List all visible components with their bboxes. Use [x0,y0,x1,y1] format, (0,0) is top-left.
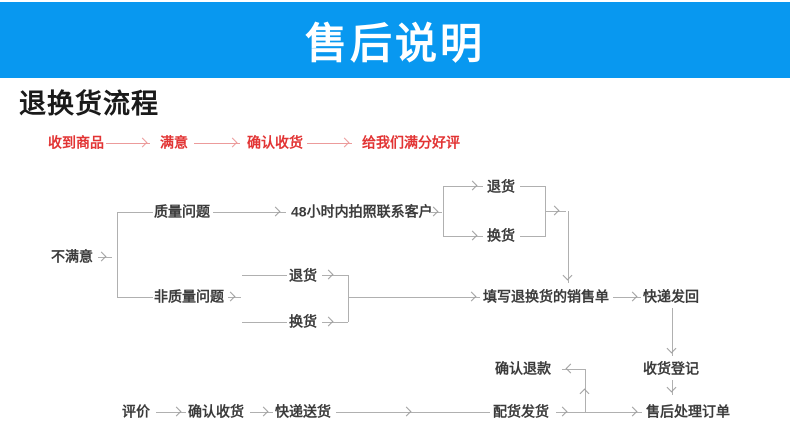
flow-line [443,186,483,187]
arrowhead-icon [401,406,412,417]
node-contact-48h: 48小时内拍照联系客户 [291,203,433,220]
flow-line [117,212,118,297]
arrowhead-icon [323,316,334,327]
arrowhead-icon [225,291,236,302]
arrowhead-icon [666,343,677,354]
arrowhead-icon [666,382,677,393]
node-express-delivery: 快递送货 [275,403,331,420]
flow-line [250,412,273,413]
flow-line [585,369,586,412]
arrowhead-icon [562,270,573,281]
arrowhead-icon [557,406,568,417]
arrowhead-icon [467,180,478,191]
node-exchange-top: 换货 [487,227,515,244]
flow-line [194,143,240,144]
arrowhead-icon [258,406,269,417]
node-review: 评价 [122,403,150,420]
flow-line [117,212,153,213]
node-non-quality-issue: 非质量问题 [154,288,224,305]
node-after-sale-order: 售后处理订单 [646,403,730,420]
node-satisfied: 满意 [160,134,188,151]
flow-line [156,412,186,413]
node-praise: 给我们满分好评 [362,134,460,151]
flow-line [545,186,546,236]
flow-line [430,212,442,213]
node-confirm-receipt: 确认收货 [188,403,244,420]
arrowhead-icon [579,388,590,399]
banner-title: 售后说明 [304,21,485,68]
flow-line [520,186,546,187]
flow-line [443,186,444,236]
node-received-goods: 收到商品 [48,134,104,151]
flow-line [672,308,673,356]
flow-line [336,412,490,413]
arrowhead-icon [339,137,350,148]
arrowhead-icon [171,406,182,417]
flow-line [213,212,286,213]
node-quality-issue: 质量问题 [154,203,210,220]
arrowhead-icon [565,363,576,374]
flow-line [322,322,348,323]
node-receipt-register: 收货登记 [643,360,699,377]
flow-line [307,143,352,144]
node-confirm-receipt-red: 确认收货 [247,134,303,151]
flow-line [562,369,585,370]
arrowhead-icon [549,205,560,216]
arrowhead-icon [627,291,638,302]
node-exchange-bottom: 换货 [289,313,317,330]
flow-line [556,412,642,413]
arrowhead-icon [137,137,148,148]
arrowhead-icon [627,406,638,417]
flow-line [242,275,287,276]
flow-line [443,236,483,237]
flow-line [568,211,569,283]
flow-line [613,297,641,298]
node-return-top: 退货 [487,178,515,195]
node-dispatch-goods: 配货发货 [493,403,549,420]
node-fill-sales-form: 填写退换货的销售单 [483,288,609,305]
arrowhead-icon [467,230,478,241]
flow-line [520,236,546,237]
flow-line [98,257,112,258]
flow-line [117,297,153,298]
node-unsatisfied: 不满意 [51,248,93,265]
flow-line [546,211,566,212]
arrowhead-icon [270,206,281,217]
flow-line [242,322,287,323]
banner: 售后说明 [0,2,790,78]
node-return-bottom: 退货 [289,267,317,284]
flow-line [106,143,150,144]
arrowhead-icon [323,269,334,280]
flow-line [322,275,348,276]
flow-line [228,297,241,298]
flow-line [672,380,673,395]
flow-line [348,275,349,322]
arrowhead-icon [96,251,107,262]
node-confirm-refund: 确认退款 [495,360,551,377]
node-express-send-back: 快递发回 [643,288,699,305]
section-title: 退换货流程 [19,89,159,119]
arrowhead-icon [466,291,477,302]
flow-line [348,297,480,298]
arrowhead-icon [227,137,238,148]
